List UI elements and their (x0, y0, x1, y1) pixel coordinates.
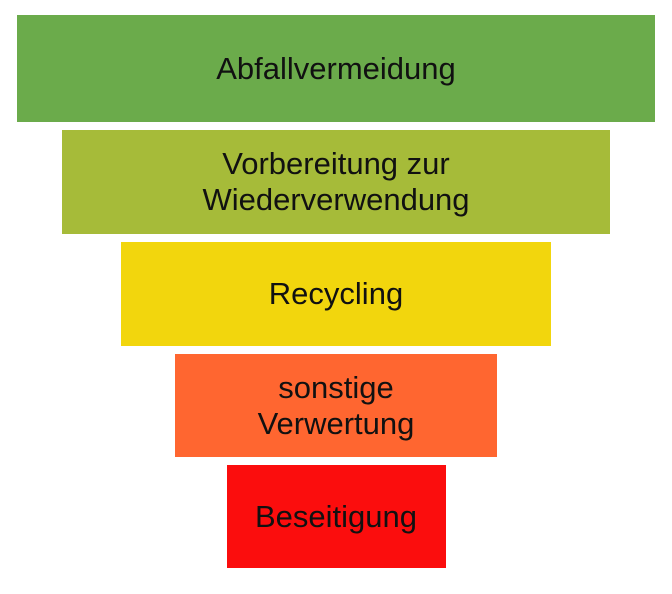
pyramid-level-vorbereitung-zur-wiederverwendung: Vorbereitung zur Wiederverwendung (62, 130, 610, 234)
pyramid-level-recycling: Recycling (121, 242, 551, 346)
pyramid-level-abfallvermeidung: Abfallvermeidung (17, 15, 655, 122)
pyramid-level-sonstige-verwertung: sonstige Verwertung (175, 354, 497, 457)
level-5-label: Beseitigung (254, 498, 417, 534)
level-2-label-line-2: Wiederverwendung (202, 182, 470, 217)
level-1-label: Abfallvermeidung (216, 50, 456, 86)
pyramid-level-beseitigung: Beseitigung (226, 465, 446, 568)
level-3-label: Recycling (268, 276, 404, 311)
level-2-label-line-1: Vorbereitung zur (222, 146, 450, 181)
level-4-label-line-1: sonstige (278, 369, 394, 405)
level-4-label-line-2: Verwertung (257, 405, 415, 441)
